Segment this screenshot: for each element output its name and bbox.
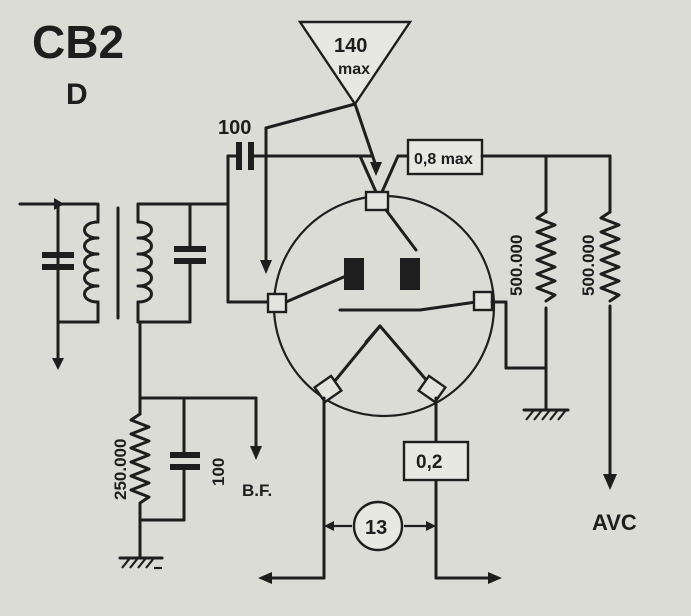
plate-pin xyxy=(358,154,418,252)
secondary-capacitor xyxy=(174,202,206,324)
avc-label: AVC xyxy=(592,510,637,535)
heater-pin-right xyxy=(416,374,448,404)
load-unit: max xyxy=(338,61,370,78)
tube-electrodes xyxy=(284,258,478,384)
tube-envelope xyxy=(272,194,496,418)
input-transformer xyxy=(18,198,230,370)
fuse-08: 0,8 max xyxy=(406,138,612,176)
bf-network: 250.000 100 xyxy=(111,320,262,558)
heater-voltage-label: 13 xyxy=(365,517,387,539)
resistor-500k-b-label: 500.000 xyxy=(579,235,598,296)
primary-capacitor xyxy=(42,202,74,270)
ground-left xyxy=(118,556,164,570)
heater-voltage-badge: 13 xyxy=(352,500,404,552)
load-triangle: 140 max xyxy=(260,20,413,274)
fuse-02-label: 0,2 xyxy=(416,452,442,473)
capacitor-100-low-label: 100 xyxy=(209,458,228,486)
fuse-02: 0,2 xyxy=(402,440,470,482)
grid-pin xyxy=(266,292,288,314)
grid-capacitor-label: 100 xyxy=(218,117,251,139)
diode-pin xyxy=(472,290,494,312)
load-value: 140 xyxy=(334,35,367,57)
tube-subtitle: D xyxy=(66,78,88,111)
bf-label: B.F. xyxy=(242,481,272,500)
ground-right xyxy=(522,408,570,421)
resistor-500k-a: 500.000 xyxy=(507,154,557,410)
fuse-08-label: 0,8 max xyxy=(414,151,473,168)
grid-capacitor: 100 xyxy=(218,117,374,206)
resistor-500k-b: 500.000 xyxy=(579,154,621,490)
resistor-500k-a-label: 500.000 xyxy=(507,235,526,296)
tube-title: CB2 xyxy=(32,16,124,68)
heater-pin-left xyxy=(312,374,344,404)
heater-leads xyxy=(258,396,502,584)
resistor-250k-label: 250.000 xyxy=(111,439,130,500)
